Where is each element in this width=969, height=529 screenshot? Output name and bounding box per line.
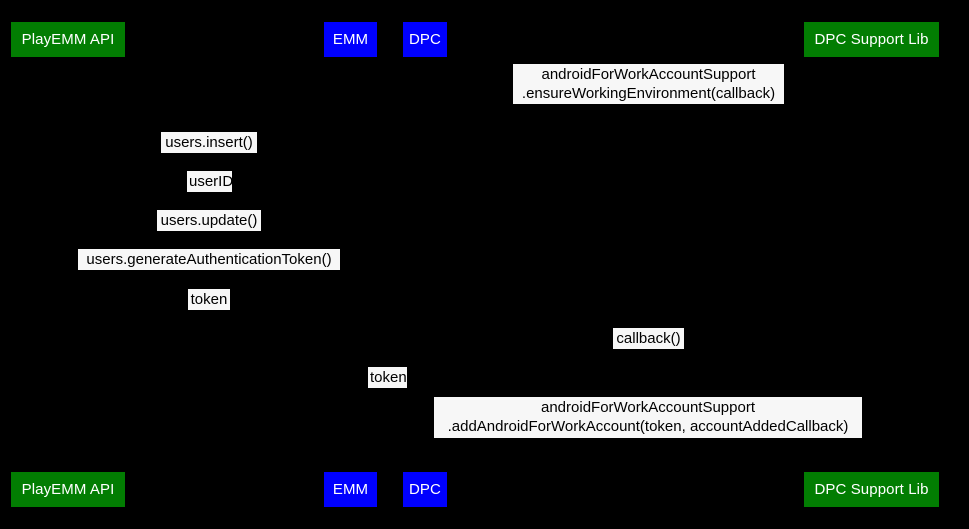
participant-label: DPC [409,481,441,498]
lifeline-playemm-api [68,57,69,472]
message-label-token-right: token [368,367,407,388]
participant-label: PlayEMM API [21,481,115,498]
participant-dpc-bottom[interactable]: DPC [403,472,447,507]
message-text-line1: token [370,369,407,386]
message-label-token-left: token [188,289,230,310]
participant-emm-top[interactable]: EMM [324,22,377,57]
message-text-line1: users.generateAuthenticationToken() [86,251,332,268]
participant-dpc-support-lib-bottom[interactable]: DPC Support Lib [804,472,939,507]
message-label-users-insert: users.insert() [161,132,257,153]
lifeline-dpc [425,57,426,472]
participant-label: PlayEMM API [21,31,115,48]
message-text-line1: androidForWorkAccountSupport [541,399,755,416]
lifeline-dpc-support-lib [871,57,872,472]
participant-playemm-api-top[interactable]: PlayEMM API [11,22,125,57]
message-label-ensure-working-environment: androidForWorkAccountSupport .ensureWorki… [513,64,784,104]
message-text-line1: token [190,291,228,308]
participant-label: EMM [332,481,369,498]
participant-label: DPC Support Lib [814,31,929,48]
participant-emm-bottom[interactable]: EMM [324,472,377,507]
participant-label: DPC [409,31,441,48]
message-text-line1: callback() [616,330,681,347]
message-text-line2: .addAndroidForWorkAccount(token, account… [447,418,849,435]
participant-dpc-support-lib-top[interactable]: DPC Support Lib [804,22,939,57]
participant-label: EMM [332,31,369,48]
message-label-add-android-for-work-account: androidForWorkAccountSupport .addAndroidF… [434,397,862,438]
lifeline-emm [350,57,351,472]
message-label-users-generate-authentication-token: users.generateAuthenticationToken() [78,249,340,270]
message-text-line2: .ensureWorkingEnvironment(callback) [521,85,776,102]
message-text-line1: users.update() [160,212,258,229]
message-text-line1: userID [189,173,234,190]
message-label-users-update: users.update() [157,210,261,231]
message-text-line1: users.insert() [165,134,253,151]
message-label-callback: callback() [613,328,684,349]
participant-playemm-api-bottom[interactable]: PlayEMM API [11,472,125,507]
message-text-line1: androidForWorkAccountSupport [541,66,756,83]
participant-label: DPC Support Lib [814,481,929,498]
participant-dpc-top[interactable]: DPC [403,22,447,57]
message-label-user-id: userID [187,171,234,192]
